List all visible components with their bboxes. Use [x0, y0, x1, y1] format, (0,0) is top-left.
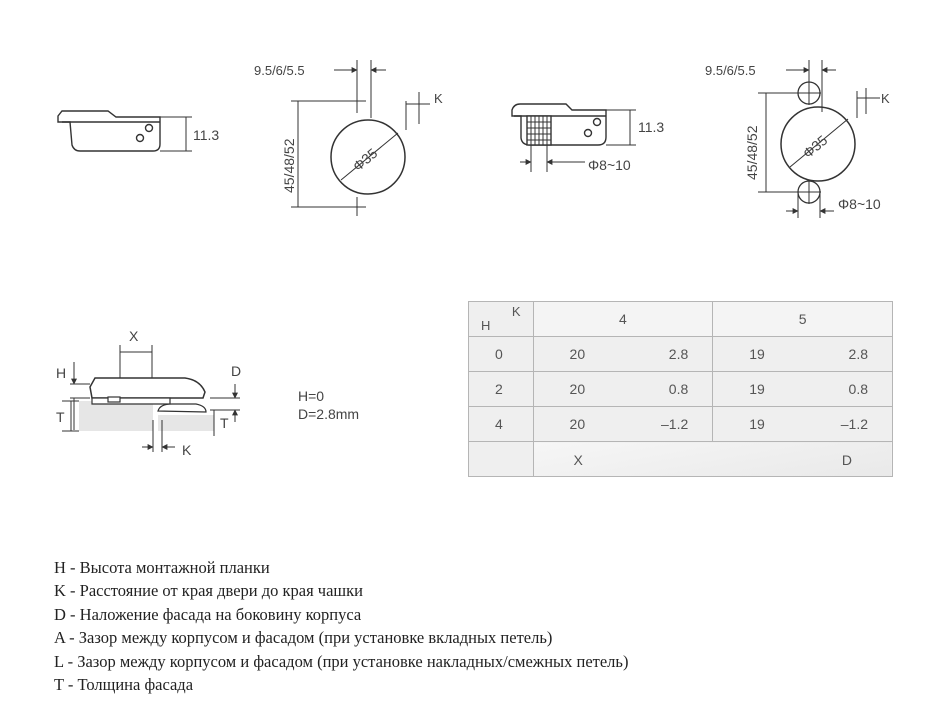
table-value-x: 19 [749, 416, 765, 432]
hinge-plate-side-view [57, 110, 192, 152]
fig3-bottom-dim-label: Φ8~10 [588, 157, 631, 173]
drilling-pattern-dowels [758, 60, 880, 218]
installation-section-view [62, 345, 240, 452]
fig4-vertical-dim-label: 45/48/52 [744, 125, 760, 180]
fig4-top-dim-label: 9.5/6/5.5 [705, 63, 756, 78]
legend-item: H - Высота монтажной планки [54, 558, 270, 577]
table-cell: 20 –1.2 [532, 406, 714, 442]
fig5-t-left-label: T [56, 409, 65, 425]
legend: H - Высота монтажной планки K - Расстоян… [54, 556, 628, 696]
legend-item: L - Зазор между корпусом и фасадом (при … [54, 651, 629, 671]
fig2-k-label: K [434, 91, 443, 106]
fig5-note-h: H=0 [298, 388, 324, 404]
table-cell: 19 –1.2 [712, 406, 893, 442]
fig5-t-right-label: T [220, 415, 229, 431]
fig2-vertical-dim-label: 45/48/52 [281, 138, 297, 193]
fig5-h-label: H [56, 365, 66, 381]
hinge-cup-side-view [511, 103, 636, 172]
fig2-top-dim-label: 9.5/6/5.5 [254, 63, 305, 78]
table-value-d: 0.8 [848, 381, 868, 397]
legend-item: K - Расстояние от края двери до края чаш… [54, 581, 363, 601]
table-header-row: K H 4 5 [468, 301, 893, 337]
table-row-h: 4 [468, 406, 534, 442]
table-row: 4 20 –1.2 19 –1.2 [468, 406, 893, 442]
drilling-pattern-single [291, 60, 430, 216]
table-footer-empty [468, 441, 534, 477]
fig1-dim-label: 11.3 [193, 127, 219, 143]
table-footer-x: X [573, 452, 583, 468]
fig5-k-label: K [182, 442, 192, 458]
table-value-d: 0.8 [668, 381, 689, 397]
table-value-x: 20 [569, 346, 586, 362]
table-corner-h: H [481, 318, 491, 333]
table-corner-k: K [511, 304, 521, 319]
table-row-h: 0 [468, 336, 534, 372]
legend-item: A - Зазор между корпусом и фасадом (при … [54, 628, 553, 648]
table-corner-cell: K H [468, 301, 534, 337]
fig3-dim-label: 11.3 [638, 119, 664, 135]
table-column-header: 4 [532, 301, 714, 337]
table-value-x: 19 [749, 346, 765, 362]
table-value-d: –1.2 [661, 416, 689, 432]
fig5-note-d: D=2.8mm [298, 406, 359, 422]
table-footer-d: D [841, 452, 852, 468]
table-value-x: 19 [749, 381, 765, 397]
fig5-x-label: X [129, 328, 139, 344]
table-value-x: 20 [569, 381, 586, 397]
table-value-x: 20 [569, 416, 586, 432]
table-footer-row: X D [468, 441, 894, 477]
legend-item: D - Наложение фасада на боковину корпуса [54, 604, 362, 624]
table-value-d: –1.2 [840, 416, 868, 432]
table-footer-cell: X D [532, 441, 894, 477]
fig4-bottom-dim-label: Φ8~10 [838, 196, 881, 212]
table-row-h: 2 [468, 371, 534, 407]
table-column-header: 5 [712, 301, 893, 337]
fig5-d-label: D [231, 363, 241, 379]
table-value-d: 2.8 [668, 346, 689, 362]
legend-item: T - Толщина фасада [54, 675, 194, 695]
table-value-d: 2.8 [848, 346, 868, 362]
fig4-k-label: K [881, 91, 890, 106]
